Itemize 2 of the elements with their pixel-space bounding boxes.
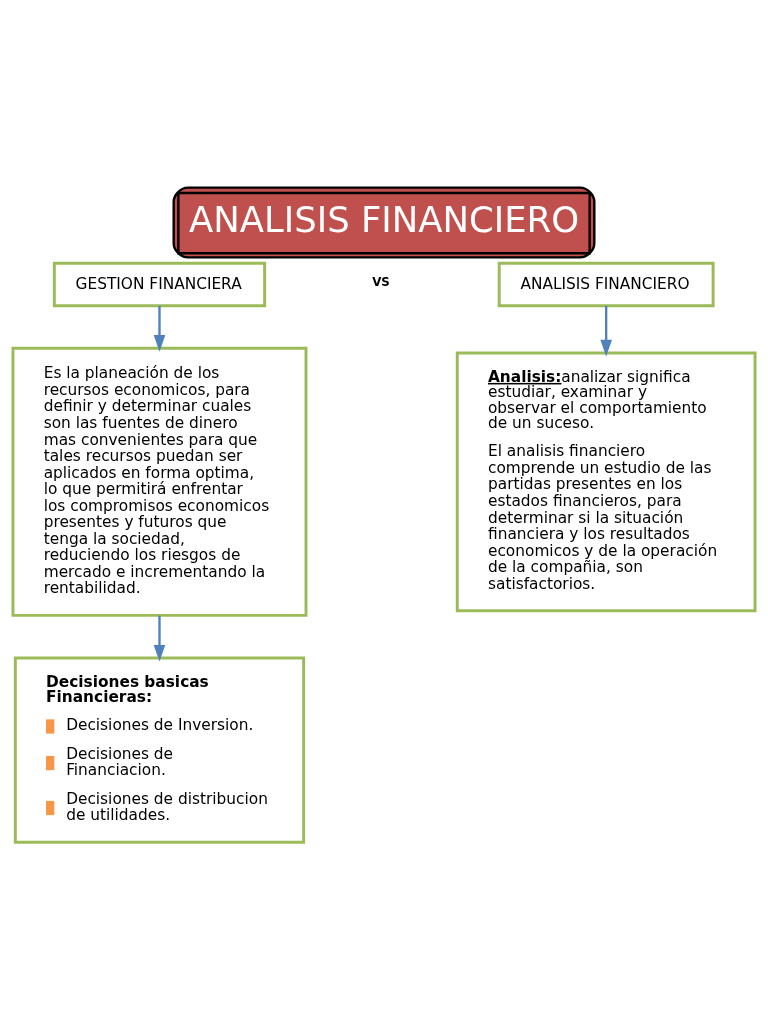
label: VS xyxy=(372,275,390,290)
diagram-title: ANALISIS FINANCIERO xyxy=(189,198,580,240)
